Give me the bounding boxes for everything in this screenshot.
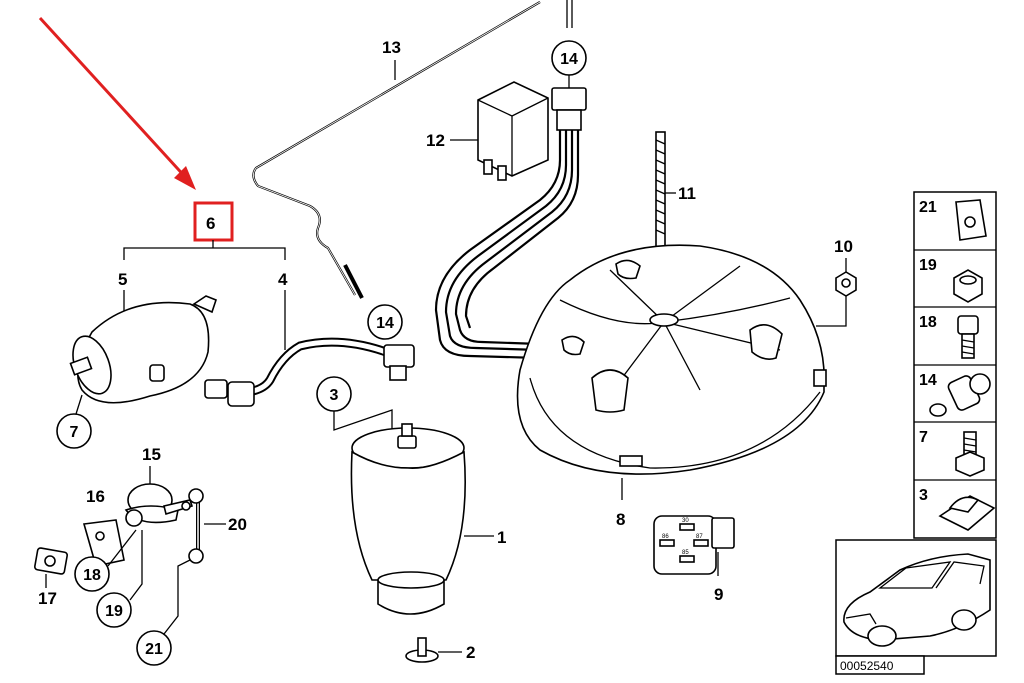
- clip-icon: [33, 547, 69, 575]
- relay-icon: 30 86 87 85: [653, 515, 735, 575]
- label-3: 3: [330, 387, 339, 404]
- label-18-circle: [74, 556, 110, 592]
- legend-label-19: 19: [919, 257, 937, 274]
- label-13: 13: [382, 38, 401, 57]
- label-14-mid-circle: [367, 304, 403, 340]
- label-14-mid: 14: [376, 315, 394, 332]
- pressure-line-icon: [252, 1, 541, 299]
- label-9: 9: [714, 585, 723, 604]
- label-8: 8: [616, 510, 625, 529]
- label-16: 16: [86, 487, 105, 506]
- legend-label-7: 7: [919, 429, 928, 446]
- label-6: 6: [206, 214, 215, 233]
- legend-label-18: 18: [919, 314, 937, 331]
- label-2: 2: [466, 643, 475, 662]
- bracket-icon: [82, 519, 125, 567]
- relay-pin-86: 86: [662, 534, 669, 540]
- control-unit-icon: [477, 81, 549, 181]
- label-21-circle: [136, 630, 172, 666]
- red-arrow-icon: [38, 16, 196, 190]
- legend-label-14: 14: [919, 372, 937, 389]
- label-7: 7: [70, 424, 79, 441]
- label-19-circle: [96, 592, 132, 628]
- label-18: 18: [83, 567, 101, 584]
- relay-pin-30: 30: [682, 518, 689, 524]
- label-19: 19: [105, 603, 123, 620]
- screw-icon: [957, 315, 979, 359]
- reservoir-icon: [69, 295, 217, 404]
- nut-icon: [835, 271, 857, 297]
- label-7-circle: [56, 413, 92, 449]
- label-15: 15: [142, 445, 161, 464]
- relay-pin-85: 85: [682, 550, 689, 556]
- label-11: 11: [678, 184, 696, 203]
- label-12: 12: [426, 131, 445, 150]
- link-rod-icon: [181, 488, 204, 564]
- label-5: 5: [118, 270, 127, 289]
- label-17: 17: [38, 589, 57, 608]
- hose-icon: [204, 337, 415, 407]
- spring-nut-icon: [955, 199, 987, 241]
- drawing-number: 00052540: [840, 659, 894, 673]
- legend-label-21: 21: [919, 199, 937, 216]
- label-1: 1: [497, 528, 506, 547]
- legend-panel: 21 19 18 14 7 3: [913, 191, 997, 539]
- label-20: 20: [228, 515, 247, 534]
- relay-pin-87: 87: [696, 534, 703, 540]
- fitting-icon: [929, 373, 991, 417]
- compressor-cover-icon: [516, 244, 827, 475]
- label-10: 10: [834, 237, 853, 256]
- label-4: 4: [278, 270, 288, 289]
- valve-block-icon: [434, 87, 587, 360]
- label-21: 21: [145, 641, 163, 658]
- legend-label-3: 3: [919, 487, 928, 504]
- bolt-washer-icon: [405, 637, 439, 663]
- clamp-icon: [938, 495, 996, 531]
- label-14-top: 14: [560, 51, 578, 68]
- air-spring-icon: [350, 423, 466, 615]
- car-thumbnail: [835, 539, 997, 657]
- bracket-6: [123, 240, 286, 260]
- collar-nut-icon: [953, 269, 983, 303]
- plug-icon: [955, 431, 985, 477]
